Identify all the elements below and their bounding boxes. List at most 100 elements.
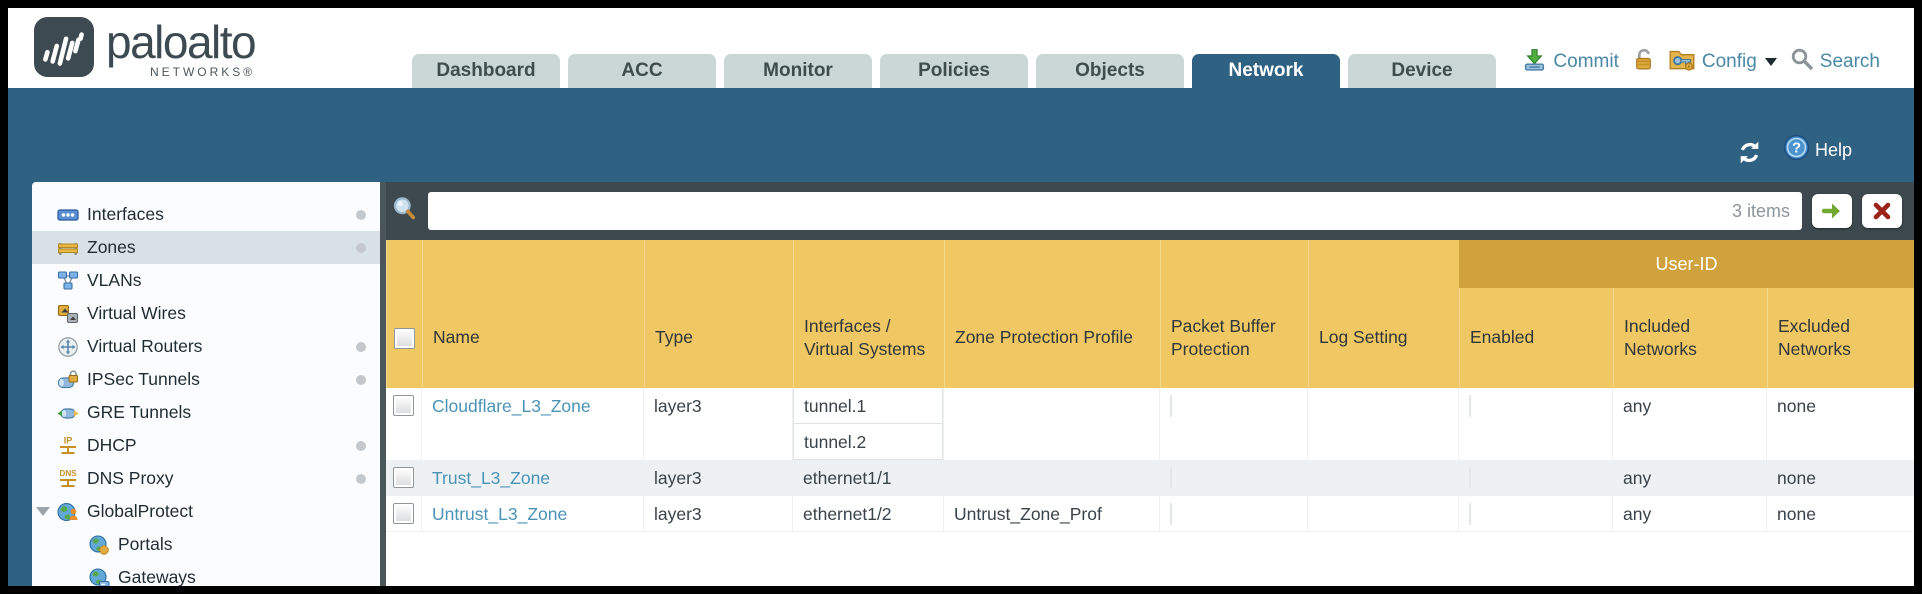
excluded-networks-cell: none [1767,496,1914,532]
apply-filter-button[interactable] [1812,194,1852,228]
sidebar-item-dhcp[interactable]: IP DHCP [32,429,380,462]
row-checkbox[interactable] [393,467,414,488]
filter-input[interactable] [440,200,1732,222]
item-dot [356,242,366,253]
col-header-included-networks[interactable]: Included Networks [1613,240,1767,388]
zone-interfaces-cell: ethernet1/2 [793,496,944,532]
sidebar-item-zones[interactable]: Zones [32,231,380,264]
zone-type-cell: layer3 [644,496,793,532]
interface-subcell: tunnel.1 [793,388,943,424]
included-networks-cell: any [1613,496,1767,532]
log-setting-cell [1308,496,1459,532]
filter-input-wrap: 3 items [428,192,1802,230]
packet-buffer-checkbox [1170,503,1172,525]
col-header-enabled[interactable]: Enabled [1459,240,1613,388]
item-dot [356,440,366,451]
refresh-button[interactable] [1736,139,1763,166]
gateways-icon [87,566,110,586]
enabled-checkbox [1469,467,1471,489]
global-search-button[interactable]: Search [1790,47,1880,76]
interface-subcell: tunnel.2 [793,424,943,460]
filter-search-icon [392,196,418,227]
zone-type-cell: layer3 [644,460,793,496]
sidebar-item-globalprotect[interactable]: GlobalProtect [32,495,380,528]
brand-subtitle: NETWORKS® [149,65,256,79]
sidebar-item-ipsec-tunnels[interactable]: IPSec Tunnels [32,363,380,396]
sidebar-splitter[interactable] [380,182,386,586]
item-dot [356,341,366,352]
col-header-excluded-networks[interactable]: Excluded Networks [1767,240,1914,388]
row-checkbox[interactable] [393,503,414,524]
tab-monitor[interactable]: Monitor [724,54,872,88]
tab-device[interactable]: Device [1348,54,1496,88]
item-dot [356,473,366,484]
brand-wordmark: paloalto [106,16,257,68]
sidebar-item-interfaces[interactable]: Interfaces [32,198,380,231]
row-select-cell [386,460,422,496]
tab-acc[interactable]: ACC [568,54,716,88]
col-header-interfaces[interactable]: Interfaces / Virtual Systems [793,240,944,388]
zone-interfaces-cell: ethernet1/1 [793,460,944,496]
portals-icon [87,533,110,556]
tab-dashboard[interactable]: Dashboard [412,54,560,88]
paloalto-logo-icon [34,17,94,82]
red-x-icon [1873,202,1891,220]
tree-expand-icon[interactable] [36,507,50,516]
tab-policies[interactable]: Policies [880,54,1028,88]
zone-protection-cell [944,460,1160,496]
chevron-down-icon [1764,57,1777,66]
sidebar-item-gateways[interactable]: Gateways [32,561,380,586]
help-button[interactable]: ? Help [1783,134,1852,166]
item-count-badge: 3 items [1731,200,1790,221]
main-nav-tabs: Dashboard ACC Monitor Policies Objects N… [412,54,1496,88]
zone-name-link[interactable]: Cloudflare_L3_Zone [432,396,591,416]
svg-text:?: ? [1792,141,1801,157]
refresh-icon [1740,141,1759,164]
search-icon [1790,47,1814,76]
col-header-name[interactable]: Name [422,240,644,388]
col-header-log-setting[interactable]: Log Setting [1308,240,1459,388]
included-networks-cell: any [1613,460,1767,496]
zone-name-link[interactable]: Untrust_L3_Zone [432,504,568,524]
config-label: Config [1701,50,1757,72]
enabled-checkbox [1469,503,1471,525]
config-menu[interactable]: Config [1668,46,1777,77]
zone-type-cell: layer3 [644,388,793,460]
clear-filter-button[interactable] [1862,194,1902,228]
row-checkbox[interactable] [393,395,414,416]
commit-icon [1522,47,1547,77]
select-all-checkbox[interactable] [394,327,415,349]
excluded-networks-cell: none [1767,460,1914,496]
sidebar-item-dns-proxy[interactable]: DNS DNS Proxy [32,462,380,495]
left-gutter [8,182,32,586]
log-setting-cell [1308,460,1459,496]
page-toolbar-band: ? Help [8,88,1914,182]
sidebar-item-virtual-routers[interactable]: Virtual Routers [32,330,380,363]
sidebar-item-gre-tunnels[interactable]: GRE Tunnels [32,396,380,429]
zones-table-header: User-ID Name Type Interfaces / Virtual S… [386,240,1914,388]
packet-buffer-cell [1160,460,1308,496]
select-all-cell [386,240,422,388]
col-header-packet-buffer[interactable]: Packet Buffer Protection [1160,240,1308,388]
packet-buffer-checkbox [1170,467,1172,489]
col-header-zone-protection[interactable]: Zone Protection Profile [944,240,1160,388]
lock-icon[interactable] [1632,47,1655,77]
col-header-type[interactable]: Type [644,240,793,388]
sidebar-item-portals[interactable]: Portals [32,528,380,561]
sidebar-item-virtual-wires[interactable]: Virtual Wires [32,297,380,330]
header-utilities: Commit [1522,46,1880,77]
help-label: Help [1814,139,1852,160]
commit-button[interactable]: Commit [1522,47,1619,77]
tab-network[interactable]: Network [1192,54,1340,88]
packet-buffer-cell [1160,388,1308,460]
content-body: Interfaces Zones VLANs Vir [8,182,1914,586]
zone-name-cell: Cloudflare_L3_Zone [422,388,644,460]
table-row: Untrust_L3_Zone layer3 ethernet1/2 Untru… [386,496,1914,532]
sidebar-item-vlans[interactable]: VLANs [32,264,380,297]
tab-objects[interactable]: Objects [1036,54,1184,88]
item-dot [356,209,366,220]
commit-label: Commit [1553,50,1619,72]
gre-tunnels-icon [56,401,79,424]
zone-name-link[interactable]: Trust_L3_Zone [432,468,551,488]
